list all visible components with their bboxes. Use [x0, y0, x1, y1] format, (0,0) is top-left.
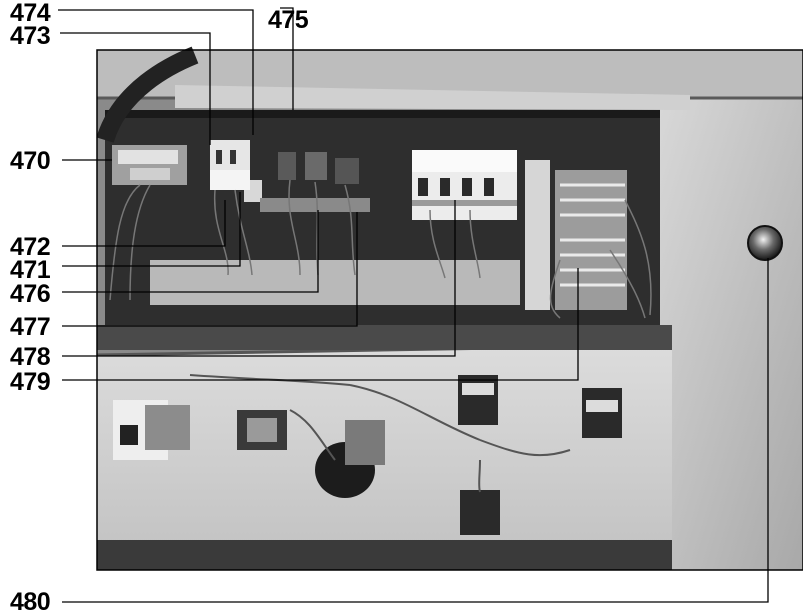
relay-module	[112, 145, 187, 185]
fuse-block	[412, 150, 517, 220]
leader-480	[62, 258, 769, 603]
panel-components	[113, 375, 622, 535]
panel-wiring	[189, 374, 571, 493]
wiring	[109, 179, 652, 319]
cabinet-door-frame	[175, 85, 690, 110]
callout-label-479: 479	[10, 368, 51, 396]
circuit-breakers	[210, 140, 262, 202]
terminal-strip-bar	[150, 260, 520, 305]
leader-472	[62, 200, 226, 247]
leader-478	[62, 200, 456, 357]
cabinet-top-beam	[97, 50, 803, 98]
callout-label-473: 473	[10, 22, 51, 50]
leader-475	[280, 7, 294, 110]
callout-label-477: 477	[10, 313, 51, 341]
leader-476	[62, 210, 319, 293]
photo-border	[96, 49, 803, 571]
cable-conduit	[96, 46, 199, 143]
leader-471	[62, 192, 241, 267]
callout-label-472: 472	[10, 233, 51, 261]
right-terminal-block	[525, 160, 550, 310]
leader-474	[58, 9, 254, 135]
small-components	[260, 152, 370, 212]
callout-label-480: 480	[10, 588, 51, 616]
callout-label-476: 476	[10, 280, 51, 308]
leader-lines	[58, 7, 769, 603]
door-lock-knob	[747, 225, 783, 261]
leader-473	[60, 32, 211, 145]
cabinet-right-panel	[660, 95, 803, 570]
callout-label-470: 470	[10, 147, 51, 175]
leader-477	[62, 212, 358, 327]
callout-label-471: 471	[10, 256, 51, 284]
leader-479	[62, 268, 579, 381]
callout-label-474: 474	[10, 0, 51, 27]
photo	[96, 46, 803, 571]
cabinet-base	[97, 540, 672, 570]
callout-label-478: 478	[10, 343, 51, 371]
callout-label-475: 475	[268, 6, 309, 34]
